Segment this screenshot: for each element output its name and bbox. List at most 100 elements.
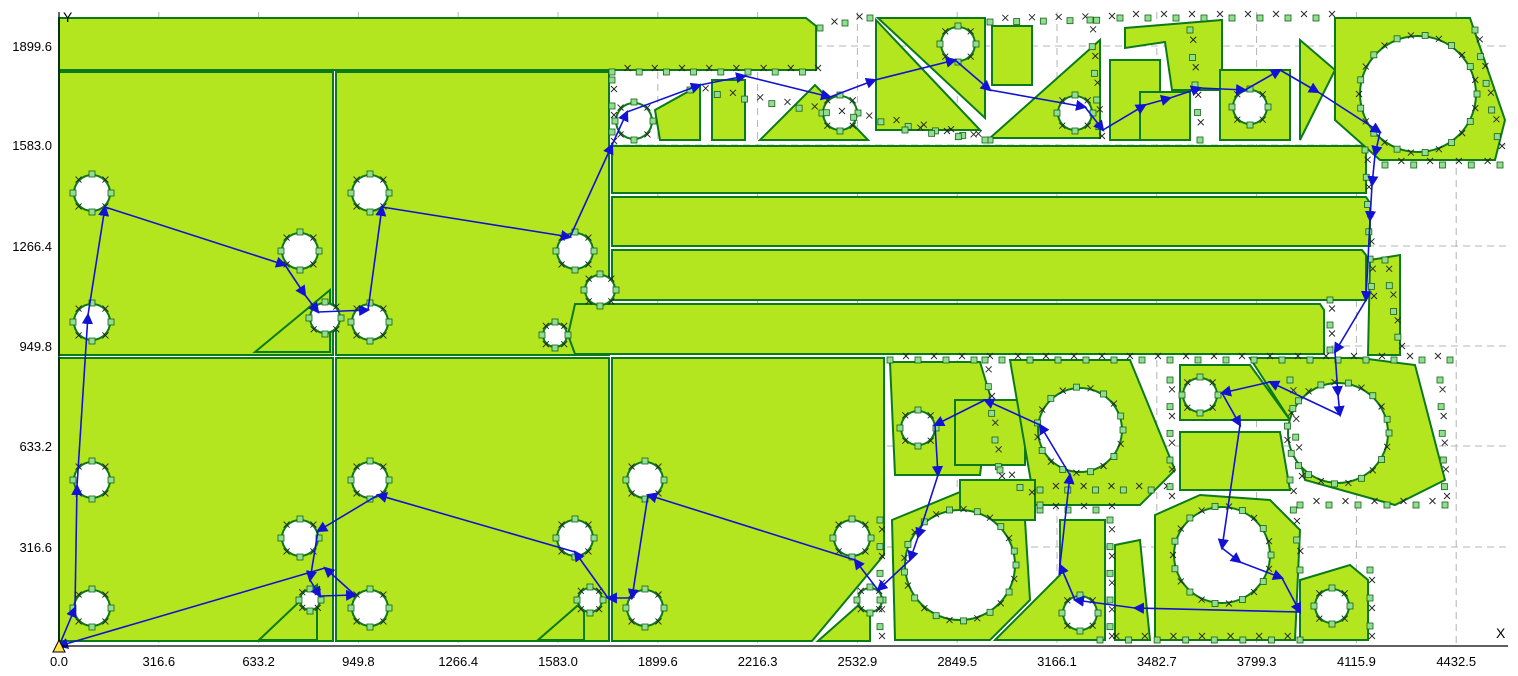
pierce-square-icon: [1393, 35, 1401, 43]
pierce-square-icon: [960, 617, 967, 625]
cross-marker-icon: [1209, 404, 1217, 412]
pierce-square-icon: [88, 208, 96, 216]
pierce-square-icon: [1012, 561, 1020, 569]
toolpath-segment: [1038, 423, 1071, 476]
cross-marker-icon: [353, 176, 360, 183]
part-top-strip: [58, 17, 817, 71]
pierce-square-icon: [1119, 426, 1127, 434]
cross-marker-icon: [784, 98, 791, 106]
cross-marker-icon: [930, 352, 938, 360]
cross-marker-icon: [1108, 552, 1116, 560]
pierce-square-icon: [850, 113, 858, 121]
cross-marker-icon: [1087, 384, 1094, 392]
pierce-square-icon: [972, 40, 980, 48]
pierce-square-icon: [107, 318, 115, 326]
pierce-square-icon: [1383, 415, 1391, 423]
pierce-square-icon: [1381, 256, 1389, 264]
pierce-square-icon: [1477, 53, 1484, 61]
pierce-square-icon: [1493, 133, 1501, 141]
pierce-square-icon: [1211, 600, 1219, 607]
cross-marker-icon: [1439, 386, 1446, 393]
toolpath-segment: [304, 294, 320, 314]
pierce-square-icon: [641, 457, 649, 465]
cross-marker-icon: [878, 606, 886, 613]
cross-marker-icon: [1362, 63, 1370, 70]
pierce-square-icon: [1289, 506, 1297, 514]
toolpath-segment: [876, 559, 911, 592]
pierce-square-icon: [1196, 136, 1204, 144]
pierce-square-icon: [366, 457, 374, 465]
pierce-square-icon: [1076, 627, 1084, 635]
pierce-square-icon: [1370, 129, 1378, 137]
pierce-square-icon: [1222, 356, 1230, 364]
cross-marker-icon: [1407, 149, 1415, 156]
pierce-square-icon: [836, 127, 844, 135]
cross-marker-icon: [1197, 118, 1205, 126]
pierce-square-icon: [1264, 103, 1272, 111]
pierce-square-icon: [538, 331, 546, 339]
cross-marker-icon: [1047, 458, 1055, 465]
pierce-square-icon: [1393, 145, 1401, 153]
cross-marker-icon: [733, 64, 740, 72]
cross-marker-icon: [849, 96, 857, 104]
pierce-square-icon: [1117, 412, 1125, 420]
pierce-square-icon: [1125, 636, 1132, 644]
pierce-square-icon: [571, 515, 579, 523]
cross-marker-icon: [1458, 51, 1466, 59]
pierce-square-icon: [1036, 486, 1044, 494]
toolpath-segment: [853, 558, 879, 591]
pierce-square-icon: [1362, 356, 1370, 364]
cross-marker-icon: [932, 511, 940, 518]
pierce-square-icon: [1293, 536, 1301, 544]
part-large-plate-4: [335, 357, 610, 642]
toolpath-segment: [1371, 131, 1383, 158]
toolpath-segment: [1364, 184, 1377, 223]
cross-marker-icon: [862, 521, 869, 528]
toolpath-segment: [381, 206, 573, 242]
cross-marker-icon: [1198, 596, 1205, 603]
cross-marker-icon: [1259, 116, 1267, 124]
cross-marker-icon: [651, 64, 659, 72]
x-tick-label: 3482.7: [1137, 654, 1177, 669]
cross-marker-icon: [1305, 388, 1312, 395]
toolpath-segment: [829, 77, 878, 98]
cross-marker-icon: [1070, 352, 1078, 360]
pierce-square-icon: [586, 583, 594, 591]
pierce-square-icon: [1436, 376, 1444, 384]
pierce-square-icon: [1448, 139, 1455, 146]
pierce-square-icon: [1116, 14, 1124, 22]
cross-marker-icon: [1168, 466, 1176, 473]
cross-marker-icon: [678, 64, 686, 72]
pierce-square-icon: [1366, 566, 1374, 574]
pierce-square-icon: [1421, 32, 1429, 39]
pierce-square-icon: [981, 356, 989, 364]
pierce-square-icon: [1039, 17, 1047, 25]
pierce-square-icon: [822, 109, 830, 117]
pierce-square-icon: [596, 270, 604, 278]
pierce-square-icon: [1196, 373, 1204, 381]
cross-marker-icon: [1132, 10, 1140, 18]
cross-marker-icon: [904, 582, 912, 589]
pierce-square-icon: [1496, 161, 1504, 169]
cross-marker-icon: [988, 392, 996, 400]
pierce-square-icon: [1186, 588, 1194, 596]
cross-marker-icon: [705, 64, 713, 72]
cross-marker-icon: [1297, 547, 1304, 555]
pierce-square-icon: [876, 543, 884, 551]
toolpath-segment: [1084, 106, 1105, 132]
cross-marker-icon: [314, 604, 322, 612]
cross-marker-icon: [1482, 62, 1489, 70]
cross-marker-icon: [1435, 145, 1443, 153]
pierce-square-icon: [1296, 501, 1304, 509]
pierce-square-icon: [305, 314, 313, 322]
cross-marker-icon: [1471, 104, 1479, 112]
pierce-square-icon: [347, 318, 355, 326]
pierce-square-icon: [551, 318, 559, 326]
part-bar-3: [611, 249, 1367, 301]
cross-marker-icon: [628, 618, 635, 625]
pierce-square-icon: [1312, 14, 1320, 22]
toolpath-segment: [627, 494, 649, 601]
pierce-square-icon: [1366, 622, 1374, 630]
cross-marker-icon: [558, 521, 565, 528]
pierce-square-icon: [867, 534, 875, 542]
